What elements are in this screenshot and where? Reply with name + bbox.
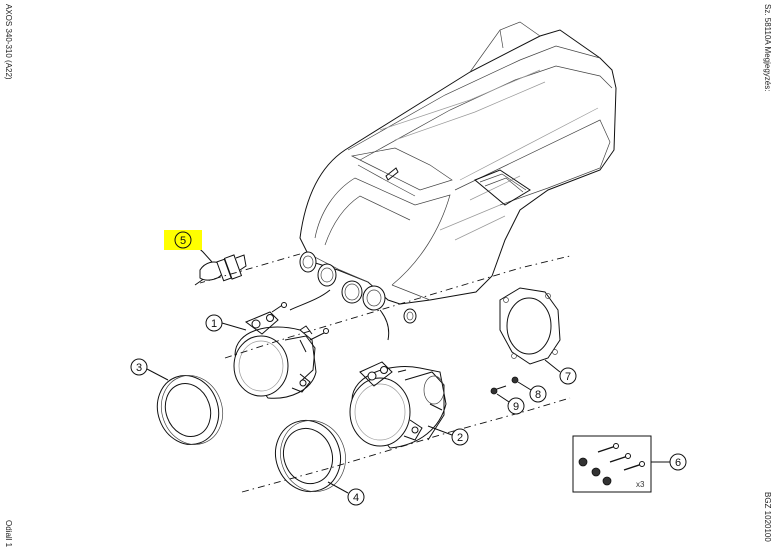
callout-2-label[interactable]: 2	[457, 432, 463, 444]
callout-4-circle	[347, 488, 365, 506]
callout-5-circle	[174, 231, 192, 249]
callouts: 5 1 2 3 4 6 7 8 9	[130, 230, 687, 506]
callout-5-highlight	[164, 230, 202, 250]
callout-9-circle	[507, 397, 525, 415]
axis-line-2	[241, 397, 571, 493]
callout-9-leader	[496, 393, 510, 403]
callout-3-circle	[130, 358, 148, 376]
callout-7-label[interactable]: 7	[565, 371, 571, 383]
callout-8-leader	[517, 381, 532, 391]
ring-part-4	[275, 419, 346, 493]
callout-1-label[interactable]: 1	[211, 318, 217, 330]
callout-3-label[interactable]: 3	[136, 362, 142, 374]
callout-5-label[interactable]: 5	[180, 235, 186, 247]
callout-2-leader	[427, 425, 453, 436]
headlamp-part-1	[233, 302, 329, 399]
callout-2-circle	[451, 428, 469, 446]
axis-line-3	[199, 253, 301, 284]
nut-part-8	[511, 376, 519, 384]
bulb-part	[189, 239, 247, 286]
callout-3-leader	[146, 368, 169, 381]
kit-quantity-label: x3	[636, 480, 645, 489]
callout-1-leader	[221, 322, 247, 331]
axis-line-1	[224, 255, 571, 359]
headlamp-part-2	[349, 361, 447, 449]
callout-7-circle	[559, 367, 577, 385]
fastener-kit-box: x3	[572, 435, 652, 493]
callout-9-label[interactable]: 9	[513, 401, 519, 413]
callout-6-label[interactable]: 6	[675, 457, 681, 469]
screw-part-9	[490, 385, 507, 395]
callout-4-leader	[327, 481, 349, 494]
callout-4-label[interactable]: 4	[353, 492, 359, 504]
ring-part-3	[156, 375, 223, 445]
gasket-part-7	[499, 287, 561, 365]
callout-7-leader	[544, 359, 561, 373]
tractor-hood-drawing	[289, 21, 617, 341]
callout-8-label[interactable]: 8	[535, 389, 541, 401]
callout-8-circle	[529, 385, 547, 403]
